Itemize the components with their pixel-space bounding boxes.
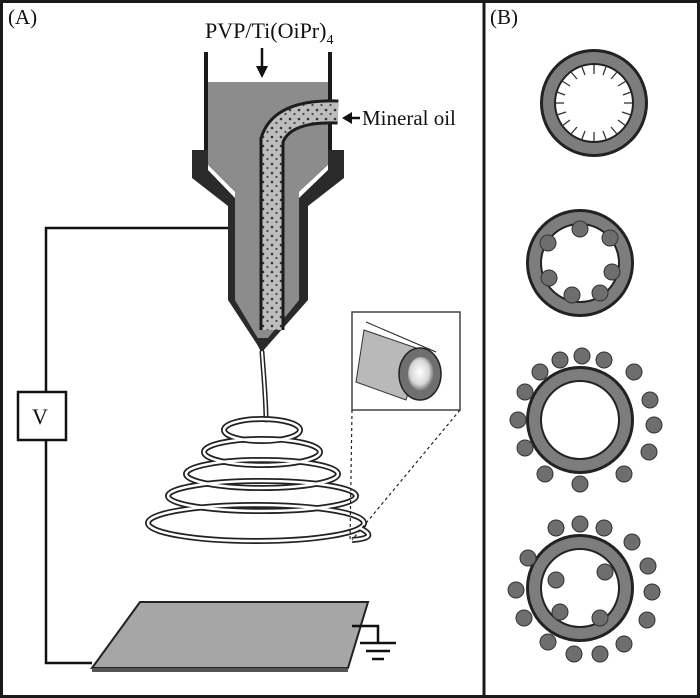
panel-b-label: (B) bbox=[490, 5, 518, 29]
mineral-oil-label: Mineral oil bbox=[362, 106, 456, 130]
ground-symbol bbox=[352, 624, 396, 661]
inset-tube-hole bbox=[408, 357, 434, 391]
tube-inner-outer-particles bbox=[507, 515, 661, 663]
spinneret bbox=[192, 52, 344, 352]
tube-bristle-lined bbox=[540, 49, 648, 157]
outer-particles bbox=[509, 347, 663, 493]
feed-arrow bbox=[256, 48, 268, 78]
feed-label-main: PVP/Ti(OiPr) bbox=[205, 18, 326, 43]
inner-outer-particles bbox=[507, 515, 661, 663]
bristles bbox=[556, 65, 632, 141]
fiber-inset bbox=[349, 311, 461, 541]
panel-a-label: (A) bbox=[8, 5, 37, 29]
fiber-spiral bbox=[145, 416, 372, 544]
collector-plate bbox=[90, 601, 370, 672]
inner-particles bbox=[539, 220, 621, 304]
tube-inner-particles bbox=[526, 209, 634, 317]
voltage-source-box bbox=[16, 390, 68, 442]
feed-label: PVP/Ti(OiPr)4 bbox=[205, 18, 333, 48]
feed-label-subscript: 4 bbox=[326, 33, 333, 48]
circuit-wire bbox=[44, 226, 228, 665]
voltage-label: V bbox=[32, 404, 48, 429]
oil-inlet-arrow bbox=[342, 112, 360, 124]
fiber-jet bbox=[259, 349, 269, 423]
tube-outer-particles bbox=[509, 347, 663, 493]
